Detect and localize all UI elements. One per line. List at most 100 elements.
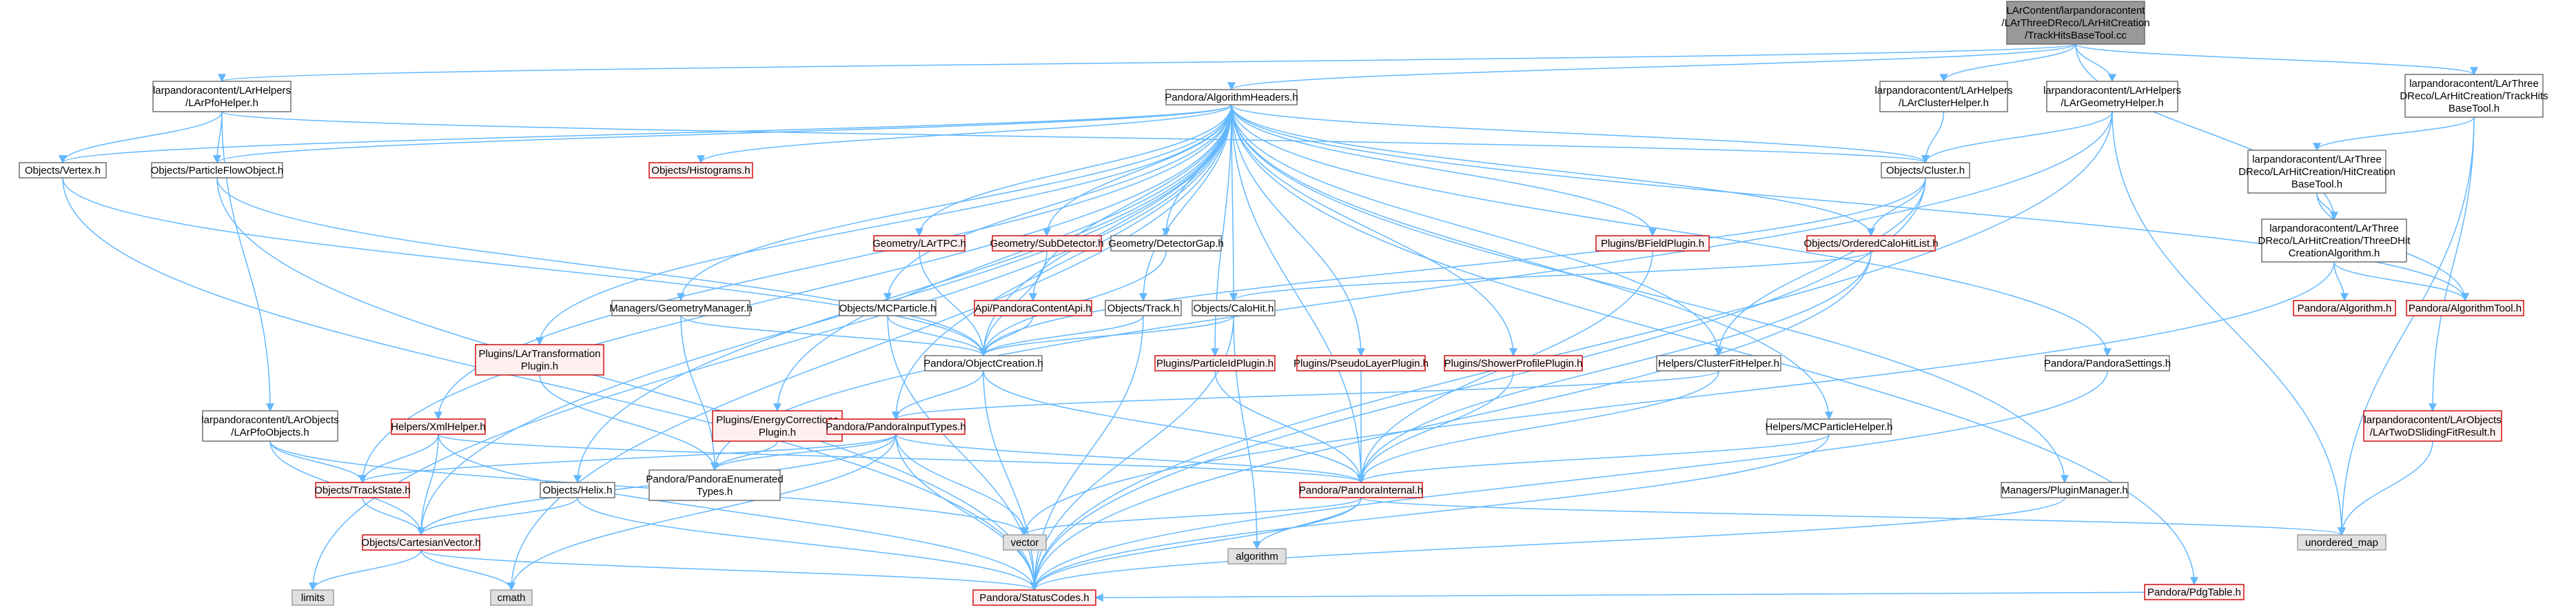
node-pseudolayer[interactable]: Plugins/PseudoLayerPlugin.h xyxy=(1294,355,1429,372)
node-twodfit[interactable]: larpandoracontent/LArObjects/LArTwoDSlid… xyxy=(2363,410,2502,442)
node-box-pandoraalg xyxy=(2293,300,2396,316)
edge-algheaders-to-pdgtable xyxy=(1231,104,2198,586)
node-statuscodes[interactable]: Pandora/StatusCodes.h xyxy=(972,589,1096,606)
node-algorithm: algorithm xyxy=(1227,548,1287,565)
node-histograms[interactable]: Objects/Histograms.h xyxy=(648,162,753,179)
node-label-pseudolayer: Plugins/PseudoLayerPlugin.h xyxy=(1294,358,1429,369)
node-box-limits xyxy=(292,589,334,606)
node-geomhelper[interactable]: larpandoracontent/LArHelpers/LArGeometry… xyxy=(2043,81,2181,112)
node-box-mcparticle xyxy=(839,300,937,316)
node-label-cartesian: Objects/CartesianVector.h xyxy=(361,537,480,549)
node-box-pfohelper xyxy=(152,81,292,112)
edge-algheaders-to-cluster xyxy=(1231,104,1930,164)
node-hitcreationbase[interactable]: larpandoracontent/LArThreeDReco/LArHitCr… xyxy=(2238,150,2395,194)
node-subdetector[interactable]: Geometry/SubDetector.h xyxy=(990,235,1104,252)
node-trackstate[interactable]: Objects/TrackState.h xyxy=(314,482,411,498)
edge-vertex-to-objectcreation xyxy=(62,177,988,357)
edge-cartesian-to-limits xyxy=(309,549,422,591)
node-label-threedhitalg: CreationAlgorithm.h xyxy=(2289,247,2380,259)
node-trackhitsbase[interactable]: larpandoracontent/LArThreeDReco/LArHitCr… xyxy=(2400,74,2548,118)
node-vertex[interactable]: Objects/Vertex.h xyxy=(19,162,107,179)
node-calohit[interactable]: Objects/CaloHit.h xyxy=(1192,300,1276,316)
node-pandoraalgtool[interactable]: Pandora/AlgorithmTool.h xyxy=(2406,300,2524,316)
node-label-algheaders: Pandora/AlgorithmHeaders.h xyxy=(1165,92,1298,103)
node-pandorainternal[interactable]: Pandora/PandoraInternal.h xyxy=(1299,482,1423,498)
node-box-detectorgap xyxy=(1110,235,1222,252)
node-bfield[interactable]: Plugins/BFieldPlugin.h xyxy=(1595,235,1710,252)
node-box-threedhitalg xyxy=(2261,218,2407,263)
edge-pfohelper-to-pfo xyxy=(213,111,223,164)
node-box-root xyxy=(2006,1,2145,45)
edge-geomhelper-to-statuscodes xyxy=(1030,111,2113,591)
node-box-clusterhelper xyxy=(1879,81,2008,112)
edge-algheaders-to-geommanager xyxy=(677,104,1232,302)
edge-algheaders-to-pluginmanager xyxy=(1231,104,2069,484)
node-box-lartpc xyxy=(873,235,965,252)
node-algheaders[interactable]: Pandora/AlgorithmHeaders.h xyxy=(1165,89,1298,105)
node-objectcreation[interactable]: Pandora/ObjectCreation.h xyxy=(923,355,1043,372)
node-unorderedmap: unordered_map xyxy=(2297,534,2386,551)
node-label-unorderedmap: unordered_map xyxy=(2305,537,2378,549)
node-clusterhelper[interactable]: larpandoracontent/LArHelpers/LArClusterH… xyxy=(1874,81,2013,112)
node-pfo[interactable]: Objects/ParticleFlowObject.h xyxy=(151,162,284,179)
node-label-subdetector: Geometry/SubDetector.h xyxy=(990,238,1103,250)
node-pandoraalg[interactable]: Pandora/Algorithm.h xyxy=(2293,300,2396,316)
node-track[interactable]: Objects/Track.h xyxy=(1105,300,1182,316)
node-box-bfield xyxy=(1595,235,1710,252)
node-clusterfit[interactable]: Helpers/ClusterFitHelper.h xyxy=(1656,355,1781,372)
node-box-subdetector xyxy=(992,235,1102,252)
node-label-inputtypes: Pandora/PandoraInputTypes.h xyxy=(826,421,965,433)
node-label-lartpc: Geometry/LArTPC.h xyxy=(872,238,966,250)
node-box-cmath xyxy=(490,589,533,606)
node-geommanager[interactable]: Managers/GeometryManager.h xyxy=(609,300,753,316)
edge-root-to-geomhelper xyxy=(2075,43,2116,83)
node-label-clusterhelper: /LArClusterHelper.h xyxy=(1899,97,1989,109)
node-pfohelper[interactable]: larpandoracontent/LArHelpers/LArPfoHelpe… xyxy=(152,81,292,112)
node-box-mcphelper xyxy=(1766,418,1892,435)
node-label-pandoraalg: Pandora/Algorithm.h xyxy=(2298,303,2392,314)
node-pdgtable[interactable]: Pandora/PdgTable.h xyxy=(2144,584,2245,600)
node-cluster[interactable]: Objects/Cluster.h xyxy=(1881,162,1970,179)
node-detectorgap[interactable]: Geometry/DetectorGap.h xyxy=(1108,235,1224,252)
node-lartpc[interactable]: Geometry/LArTPC.h xyxy=(872,235,966,252)
edge-trackstate-to-cartesian xyxy=(362,497,425,536)
edge-algheaders-to-lartpc xyxy=(915,104,1232,237)
node-label-detectorgap: Geometry/DetectorGap.h xyxy=(1108,238,1224,250)
edge-pandorainternal-to-unorderedmap xyxy=(1360,497,2346,536)
file-nodes: LArContent/larpandoracontent/LArThreeDRe… xyxy=(19,1,2548,606)
node-settings[interactable]: Pandora/PandoraSettings.h xyxy=(2044,355,2171,372)
edge-xmlhelper-to-pandorainternal xyxy=(438,434,1365,484)
node-contentapi[interactable]: Api/PandoraContentApi.h xyxy=(974,300,1092,316)
edge-xmlhelper-to-cartesian xyxy=(417,434,439,536)
node-inputtypes[interactable]: Pandora/PandoraInputTypes.h xyxy=(826,418,966,435)
node-mcphelper[interactable]: Helpers/MCParticleHelper.h xyxy=(1765,418,1893,435)
node-pfoobjects[interactable]: larpandoracontent/LArObjects/LArPfoObjec… xyxy=(201,410,339,442)
node-helix[interactable]: Objects/Helix.h xyxy=(540,482,615,498)
edge-algheaders-to-clusterfit xyxy=(1231,104,1723,357)
node-mcparticle[interactable]: Objects/MCParticle.h xyxy=(839,300,937,316)
node-box-pluginmanager xyxy=(2001,482,2129,498)
node-orderedcalo[interactable]: Objects/OrderedCaloHitList.h xyxy=(1803,235,1939,252)
node-label-orderedcalo: Objects/OrderedCaloHitList.h xyxy=(1803,238,1938,250)
node-label-pandoraalgtool: Pandora/AlgorithmTool.h xyxy=(2409,303,2522,314)
node-particleid[interactable]: Plugins/ParticleIdPlugin.h xyxy=(1154,355,1276,372)
node-box-vector xyxy=(1003,534,1047,551)
node-cartesian[interactable]: Objects/CartesianVector.h xyxy=(361,534,481,551)
node-xmlhelper[interactable]: Helpers/XmlHelper.h xyxy=(391,418,486,435)
node-label-vertex: Objects/Vertex.h xyxy=(25,165,101,176)
edge-geomhelper-to-cluster xyxy=(1921,111,2113,164)
edge-threedhitalg-to-pandoraalgtool xyxy=(2333,261,2469,302)
node-pluginmanager[interactable]: Managers/PluginManager.h xyxy=(2001,482,2129,498)
edge-lartpc-to-objectcreation xyxy=(919,250,988,357)
node-threedhitalg[interactable]: larpandoracontent/LArThreeDReco/LArHitCr… xyxy=(2258,218,2411,263)
edge-root-to-trackhitsbase xyxy=(2075,43,2478,76)
node-box-orderedcalo xyxy=(1806,235,1936,252)
edge-threedhitalg-to-vector xyxy=(1021,261,2335,536)
node-showerprofile[interactable]: Plugins/ShowerProfilePlugin.h xyxy=(1444,355,1583,372)
node-label-twodfit: larpandoracontent/LArObjects xyxy=(2364,414,2501,426)
node-label-root: /LArThreeDReco/LArHitCreation xyxy=(2001,17,2149,29)
